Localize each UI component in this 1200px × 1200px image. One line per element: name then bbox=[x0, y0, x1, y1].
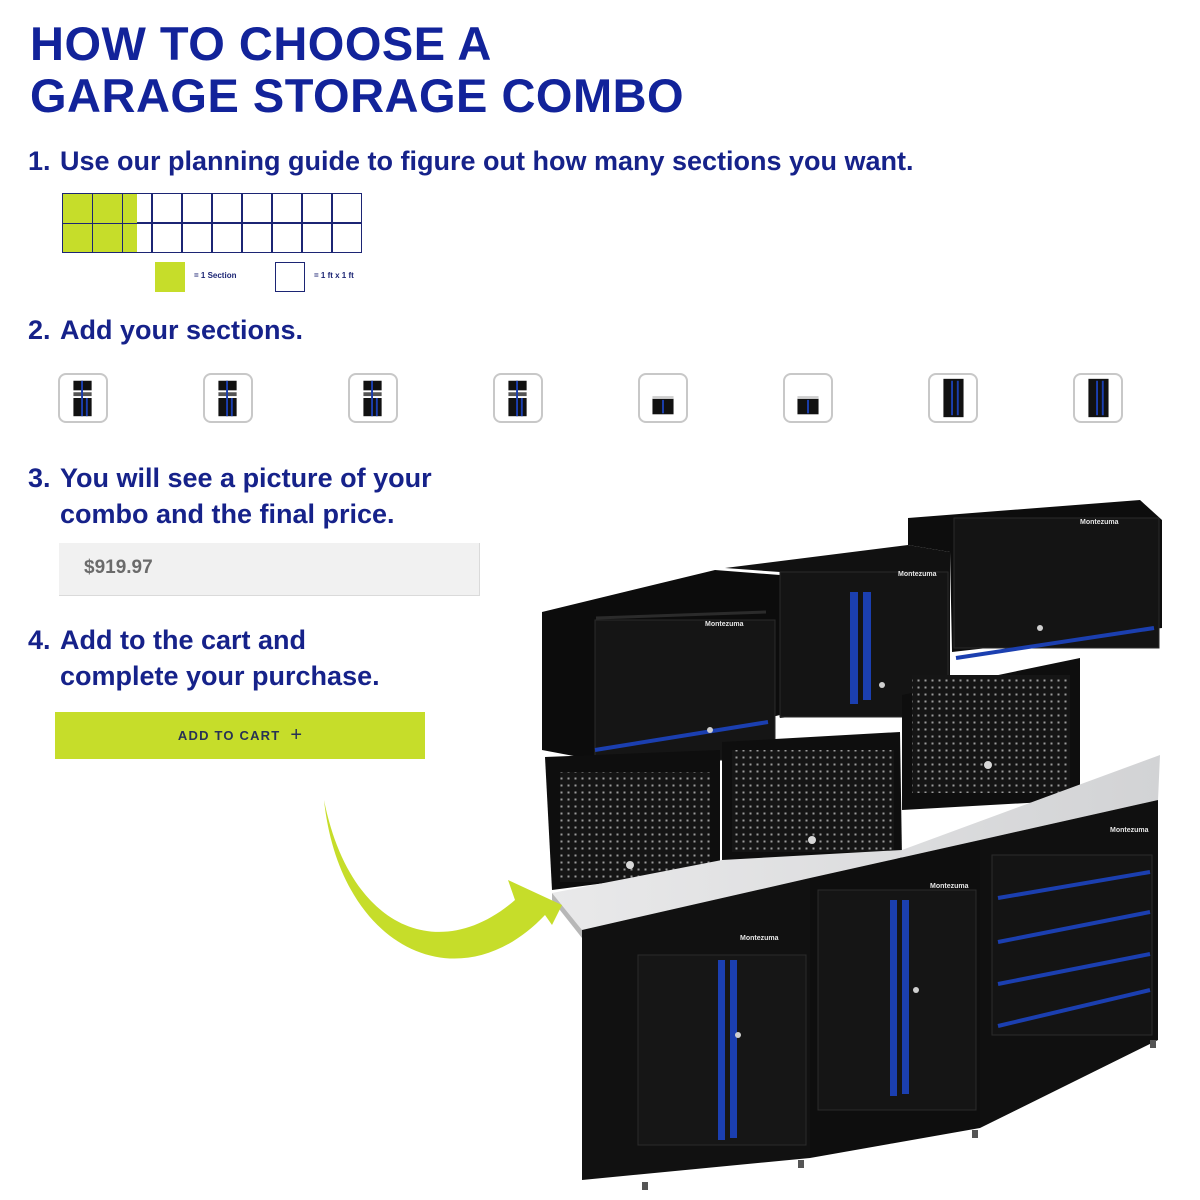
tall-cabinet-icon bbox=[1088, 378, 1109, 418]
brand-logo-6: Montezuma bbox=[1110, 827, 1149, 834]
grid-cell bbox=[302, 193, 332, 223]
step-1: 1. Use our planning guide to figure out h… bbox=[28, 143, 914, 179]
section-option-base-and-wall-cabinet-4[interactable] bbox=[493, 373, 543, 423]
brand-logo-3: Montezuma bbox=[1080, 519, 1119, 526]
grid-line bbox=[62, 223, 137, 224]
brand-logo-4: Montezuma bbox=[740, 935, 779, 942]
wall-cabinets bbox=[542, 500, 1162, 761]
section-option-base-and-wall-cabinet-2[interactable] bbox=[203, 373, 253, 423]
base-cabinet-icon bbox=[652, 396, 674, 415]
grid-cell bbox=[272, 193, 302, 223]
step-2: 2. Add your sections. bbox=[28, 312, 303, 348]
legend-foot-label: = 1 ft x 1 ft bbox=[314, 271, 354, 280]
step-1-text: Use our planning guide to figure out how… bbox=[60, 146, 914, 176]
title-line-2: GARAGE STORAGE COMBO bbox=[30, 69, 685, 122]
base-and-wall-cabinet-icon bbox=[73, 380, 92, 417]
base-cabinet-icon bbox=[797, 396, 819, 415]
legend-section-swatch bbox=[155, 262, 185, 292]
step-4-line-2: complete your purchase. bbox=[60, 661, 380, 691]
step-3-number: 3. bbox=[28, 463, 51, 493]
step-2-number: 2. bbox=[28, 315, 51, 345]
step-4-line-1: Add to the cart and bbox=[60, 625, 307, 655]
grid-cell bbox=[212, 223, 242, 253]
grid-cell bbox=[212, 193, 242, 223]
brand-logo-1: Montezuma bbox=[705, 621, 744, 628]
legend-foot-swatch bbox=[275, 262, 305, 292]
section-option-tall-cabinet-8[interactable] bbox=[1073, 373, 1123, 423]
tall-cabinet-icon bbox=[943, 378, 964, 418]
grid-cell bbox=[332, 193, 362, 223]
base-cabinets bbox=[582, 800, 1158, 1190]
grid-cell bbox=[242, 223, 272, 253]
section-option-base-and-wall-cabinet-3[interactable] bbox=[348, 373, 398, 423]
grid-cell bbox=[332, 223, 362, 253]
section-option-base-cabinet-5[interactable] bbox=[638, 373, 688, 423]
brand-logo-2: Montezuma bbox=[898, 571, 937, 578]
grid-cell bbox=[152, 193, 182, 223]
garage-storage-combo-image: Montezuma Montezuma Montezuma Montezuma … bbox=[324, 500, 1162, 1190]
base-and-wall-cabinet-icon bbox=[363, 380, 382, 417]
legend-section-label: = 1 Section bbox=[194, 271, 237, 280]
grid-cell bbox=[152, 223, 182, 253]
add-to-cart-button[interactable]: ADD TO CART + bbox=[55, 712, 425, 759]
section-option-base-and-wall-cabinet-1[interactable] bbox=[58, 373, 108, 423]
green-arrow-icon bbox=[324, 800, 562, 959]
pegboard-panels bbox=[545, 658, 1080, 890]
step-1-number: 1. bbox=[28, 146, 51, 176]
grid-cell bbox=[302, 223, 332, 253]
step-3-line-1: You will see a picture of your bbox=[60, 463, 432, 493]
step-3: 3. You will see a picture of your combo a… bbox=[28, 460, 432, 532]
grid-cell bbox=[242, 193, 272, 223]
section-option-base-cabinet-6[interactable] bbox=[783, 373, 833, 423]
brand-logo-5: Montezuma bbox=[930, 883, 969, 890]
add-to-cart-label: ADD TO CART bbox=[177, 728, 281, 743]
page-title: HOW TO CHOOSE A GARAGE STORAGE COMBO bbox=[30, 18, 684, 122]
base-and-wall-cabinet-icon bbox=[218, 380, 237, 417]
step-3-line-2: combo and the final price. bbox=[60, 499, 395, 529]
base-and-wall-cabinet-icon bbox=[508, 380, 527, 417]
price-display: $919.97 bbox=[59, 543, 480, 596]
step-2-text: Add your sections. bbox=[60, 315, 304, 345]
plus-icon: + bbox=[290, 724, 303, 746]
step-4-number: 4. bbox=[28, 625, 51, 655]
grid-cell bbox=[182, 223, 212, 253]
final-price: $919.97 bbox=[84, 557, 153, 578]
section-option-tall-cabinet-7[interactable] bbox=[928, 373, 978, 423]
grid-cell bbox=[182, 193, 212, 223]
title-line-1: HOW TO CHOOSE A bbox=[30, 17, 492, 70]
step-4: 4. Add to the cart and complete your purc… bbox=[28, 622, 380, 694]
grid-cell bbox=[272, 223, 302, 253]
